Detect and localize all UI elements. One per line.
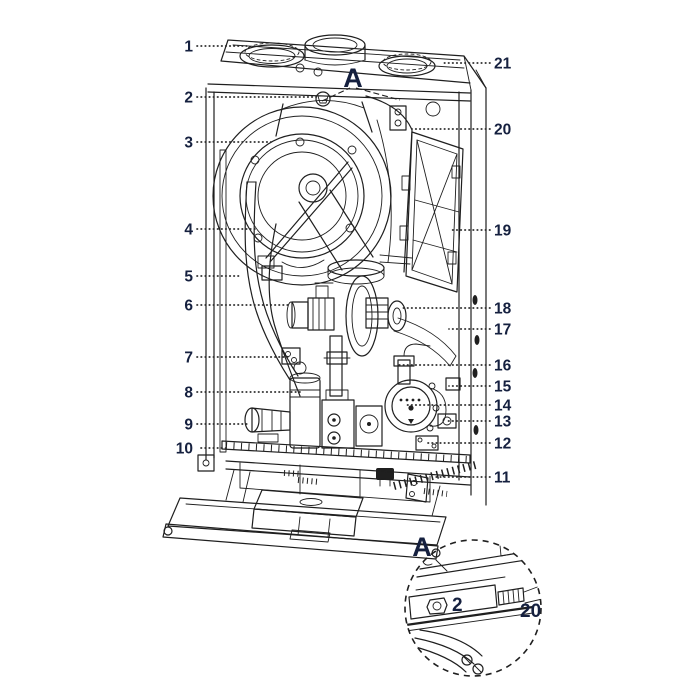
section-marker-top: A xyxy=(343,63,363,93)
boiler-artwork xyxy=(162,34,542,677)
callout-2: 2 xyxy=(184,90,317,107)
top-flue-connections xyxy=(239,34,436,77)
callout-12: 12 xyxy=(425,436,511,453)
callout-14: 14 xyxy=(405,398,512,415)
section-marker-bottom: A xyxy=(412,532,432,562)
callout-number-6: 6 xyxy=(184,298,193,315)
callout-number-10: 10 xyxy=(176,441,193,458)
callout-6: 6 xyxy=(184,298,290,315)
callout-number-3: 3 xyxy=(184,135,193,152)
callout-18: 18 xyxy=(402,301,512,318)
callout-13: 13 xyxy=(444,414,512,431)
callout-number-15: 15 xyxy=(494,379,512,396)
callout-number-18: 18 xyxy=(494,301,512,318)
callout-3: 3 xyxy=(184,135,272,152)
callout-number-12: 12 xyxy=(494,436,511,453)
callout-number-4: 4 xyxy=(184,222,193,239)
callout-number-19: 19 xyxy=(494,223,512,240)
base-frame xyxy=(221,440,481,503)
callout-1: 1 xyxy=(184,39,251,56)
callout-number-5: 5 xyxy=(184,269,193,286)
callout-16: 16 xyxy=(395,358,512,375)
casing-frame xyxy=(197,39,487,506)
callout-7: 7 xyxy=(184,350,289,367)
rear-panel-x-brace xyxy=(399,131,464,293)
callout-number-9: 9 xyxy=(184,417,193,434)
callout-4: 4 xyxy=(184,222,257,239)
callout-8: 8 xyxy=(184,385,302,402)
callout-5: 5 xyxy=(184,269,243,286)
pipework xyxy=(244,161,457,397)
callout-17: 17 xyxy=(448,322,511,339)
hydraulic-group xyxy=(244,343,461,487)
burner-transition xyxy=(365,95,413,273)
heat-exchanger xyxy=(212,91,392,286)
callout-number-11: 11 xyxy=(494,470,511,487)
callout-19: 19 xyxy=(451,223,512,240)
callout-number-21: 21 xyxy=(494,56,512,73)
callout-number-7: 7 xyxy=(184,350,193,367)
callout-11: 11 xyxy=(433,470,511,487)
callout-number-8: 8 xyxy=(184,385,193,402)
callout-15: 15 xyxy=(448,379,512,396)
callout-number-2: 2 xyxy=(184,90,193,107)
callout-number-16: 16 xyxy=(494,358,512,375)
callout-number-14: 14 xyxy=(494,398,512,415)
callout-number-13: 13 xyxy=(494,414,512,431)
detail-label-20: 20 xyxy=(520,601,541,622)
control-panel-drawer xyxy=(162,469,448,560)
section-cut-lines xyxy=(321,87,401,102)
callout-number-1: 1 xyxy=(184,39,193,56)
callout-21: 21 xyxy=(442,56,512,73)
callout-number-17: 17 xyxy=(494,322,511,339)
callout-number-20: 20 xyxy=(494,122,511,139)
detail-label-2: 2 xyxy=(452,595,463,616)
mixer-duct-fan xyxy=(286,189,407,357)
callout-10: 10 xyxy=(176,441,227,458)
callout-20: 20 xyxy=(411,122,511,139)
callout-9: 9 xyxy=(184,417,251,434)
